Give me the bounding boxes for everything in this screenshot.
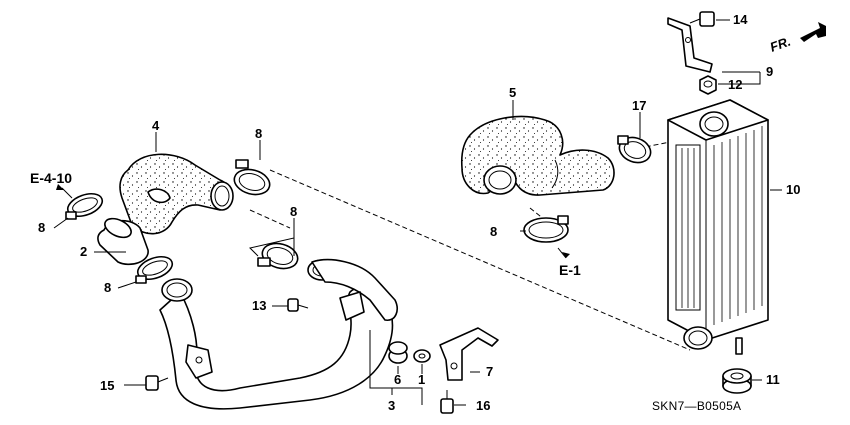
connector-hose[interactable] (97, 215, 149, 266)
clamp-8-d[interactable] (257, 240, 300, 272)
part-label-6: 6 (394, 372, 401, 387)
intake-hose-upper[interactable] (119, 153, 234, 235)
part-label-1: 1 (418, 372, 425, 387)
part-label-11: 11 (766, 372, 780, 387)
bolt-16[interactable] (440, 390, 454, 414)
part-label-4: 4 (152, 118, 160, 133)
diagram-code: SKN7—B0505A (652, 399, 741, 413)
clamp-8-e[interactable] (523, 215, 569, 243)
part-label-15: 15 (100, 378, 114, 393)
direction-label: FR. (768, 34, 793, 55)
clamp-8-a[interactable] (65, 189, 106, 220)
part-label-8d: 8 (38, 220, 45, 235)
front-direction-arrow: FR. (768, 22, 826, 55)
bracket[interactable] (667, 17, 713, 73)
intercooler-hose[interactable] (460, 115, 615, 196)
part-label-5: 5 (509, 85, 516, 100)
part-label-10: 10 (786, 182, 800, 197)
part-label-12: 12 (728, 77, 742, 92)
part-label-13: 13 (252, 298, 266, 313)
part-label-8c: 8 (490, 224, 497, 239)
clamp-8-c[interactable] (232, 159, 273, 198)
clamp-8-b[interactable] (135, 252, 176, 284)
ref-e-4-10: E-4-10 (30, 170, 72, 186)
clamp-17[interactable] (616, 133, 654, 166)
part-label-9: 9 (766, 64, 773, 79)
intercooler[interactable] (667, 99, 769, 355)
part-label-2: 2 (80, 244, 87, 259)
grommet-11[interactable] (722, 368, 752, 394)
collar-1[interactable] (413, 349, 431, 363)
part-label-8a: 8 (255, 126, 262, 141)
nut-12[interactable] (699, 75, 717, 95)
ref-e-1: E-1 (559, 262, 581, 278)
bolt-14[interactable] (689, 11, 715, 27)
part-label-7: 7 (486, 364, 493, 379)
part-label-14: 14 (733, 12, 748, 27)
part-label-16: 16 (476, 398, 490, 413)
grommet-6[interactable] (388, 341, 408, 364)
labels: E-4-10 E-1 4 8 5 17 14 9 12 10 11 8 8 8 … (30, 12, 800, 413)
part-label-8e: 8 (104, 280, 111, 295)
part-label-8b: 8 (290, 204, 297, 219)
leader-lines (53, 19, 782, 406)
part-label-3: 3 (388, 398, 395, 413)
ref-arrows (56, 184, 570, 258)
bolt-13[interactable] (287, 298, 309, 312)
bracket-7[interactable] (439, 327, 499, 381)
lower-pipe-assembly[interactable] (159, 258, 398, 410)
bolt-15[interactable] (145, 375, 169, 391)
part-label-17: 17 (632, 98, 646, 113)
